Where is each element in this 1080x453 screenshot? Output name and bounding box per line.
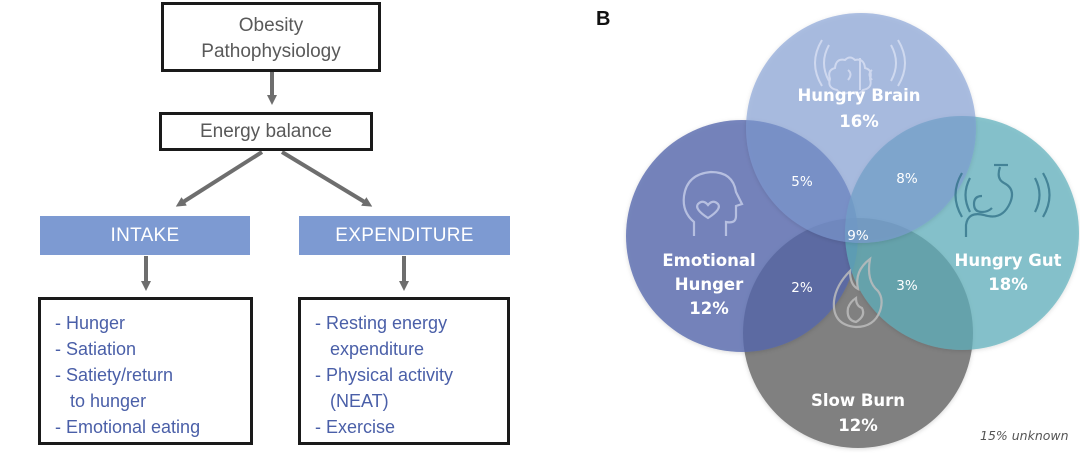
hungry-gut-percent: 18% <box>988 275 1028 294</box>
intake-item: - Emotional eating <box>55 417 201 437</box>
panel-label-b: B <box>596 8 611 30</box>
emotional-hunger-label-line2: Hunger <box>675 275 744 294</box>
slow-burn-percent: 12% <box>838 416 878 435</box>
intake-item: - Satiation <box>55 339 137 359</box>
hungry-brain-label: Hungry Brain <box>797 86 920 105</box>
top-box-line2: Pathophysiology <box>201 41 341 62</box>
intake-item: to hunger <box>55 391 147 411</box>
obesity-pathophysiology-box: Obesity Pathophysiology <box>161 2 381 72</box>
flowchart-arrows <box>141 72 409 291</box>
overlap-brain-emotional: 5% <box>791 174 813 190</box>
overlap-gut-slow: 3% <box>896 278 918 294</box>
emotional-hunger-label-line1: Emotional <box>662 251 755 270</box>
energy-balance-box: Energy balance <box>159 112 373 151</box>
expenditure-item: - Physical activity <box>315 365 454 385</box>
expenditure-item: - Resting energy <box>315 313 448 333</box>
intake-item: - Hunger <box>55 313 126 333</box>
brain-icon <box>814 39 906 95</box>
flame-icon <box>832 256 883 329</box>
slow-burn-label: Slow Burn <box>811 391 905 410</box>
head-heart-icon <box>682 170 744 236</box>
overlap-brain-gut: 8% <box>896 171 918 187</box>
top-box-line1: Obesity <box>238 15 304 36</box>
expenditure-list-box: - Resting energy expenditure - Physical … <box>298 297 510 445</box>
unknown-footnote: 15% unknown <box>980 428 1069 443</box>
arrow-to-expenditure <box>280 150 373 207</box>
hungry-gut-label: Hungry Gut <box>955 251 1062 270</box>
hungry-brain-percent: 16% <box>839 112 879 131</box>
expenditure-item: (NEAT) <box>315 391 389 411</box>
stomach-icon <box>954 163 1051 237</box>
hungry-brain-circle <box>746 13 976 243</box>
expenditure-item: expenditure <box>315 339 425 359</box>
intake-list-box: - Hunger - Satiation - Satiety/return to… <box>38 297 253 445</box>
intake-item: - Satiety/return <box>55 365 174 385</box>
overlap-emotional-slow: 2% <box>791 280 813 296</box>
intake-header: INTAKE <box>40 216 250 255</box>
arrow-to-intake <box>175 150 264 207</box>
expenditure-item: - Exercise <box>315 417 396 437</box>
expenditure-header: EXPENDITURE <box>299 216 510 255</box>
overlap-center: 9% <box>847 228 869 244</box>
emotional-hunger-percent: 12% <box>689 299 729 318</box>
